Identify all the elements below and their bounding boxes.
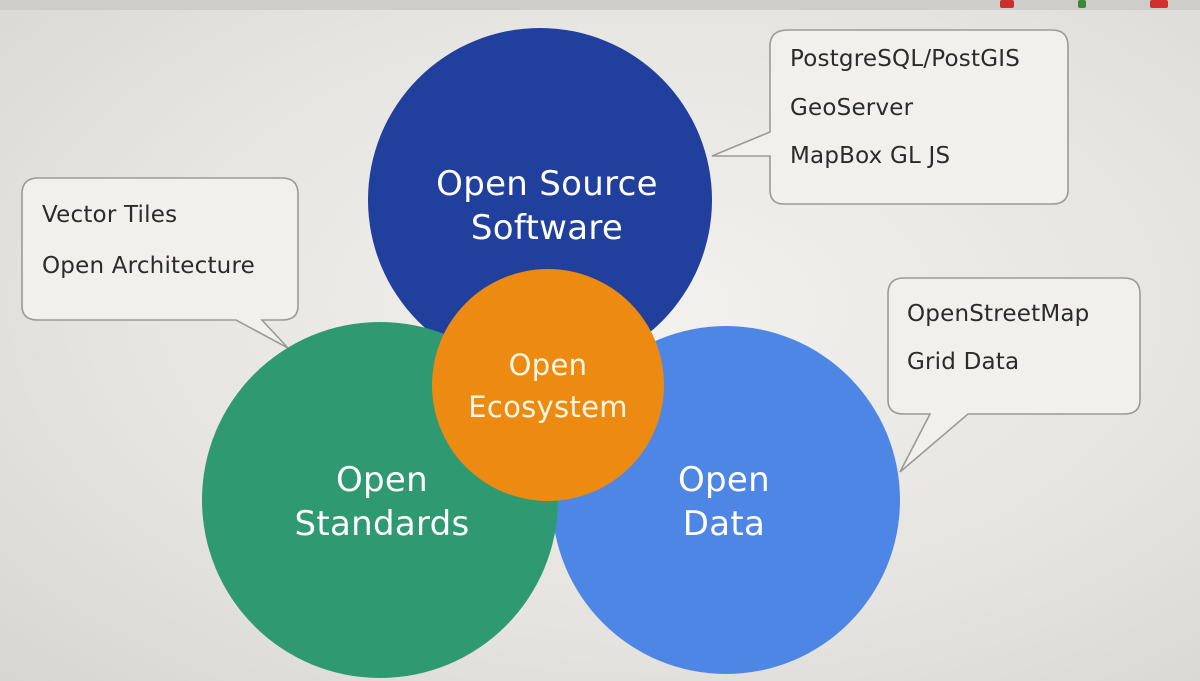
toolbar-icon-red-2[interactable]	[1150, 0, 1168, 8]
browser-toolbar-strip	[0, 0, 1200, 10]
label-open-source-software: Open Source Software	[390, 162, 704, 250]
callout-bubble-software	[711, 29, 1069, 205]
callout-item-mapbox-gl-js: MapBox GL JS	[790, 143, 951, 169]
label-open-standards-line1: Open	[335, 460, 428, 500]
callout-item-geoserver: GeoServer	[790, 95, 914, 121]
label-open-ecosystem: Open Ecosystem	[440, 344, 656, 428]
circle-open-ecosystem	[432, 269, 664, 501]
label-open-data: Open Data	[614, 458, 834, 546]
callout-bubble-standards	[21, 177, 299, 349]
callout-item-openstreetmap: OpenStreetMap	[907, 301, 1090, 327]
label-open-data-line1: Open	[677, 460, 770, 500]
label-open-standards-line2: Standards	[294, 504, 470, 544]
callout-item-open-architecture: Open Architecture	[42, 253, 255, 279]
callout-item-vector-tiles: Vector Tiles	[42, 202, 178, 228]
toolbar-icon-red[interactable]	[1000, 0, 1014, 8]
label-open-ecosystem-line1: Open	[508, 348, 588, 382]
toolbar-icon-green[interactable]	[1078, 0, 1086, 8]
callout-item-postgresql-postgis: PostgreSQL/PostGIS	[790, 46, 1021, 72]
callout-item-grid-data: Grid Data	[907, 349, 1020, 375]
callout-bubble-data	[887, 277, 1141, 473]
label-open-source-software-line2: Software	[470, 208, 624, 248]
label-open-data-line2: Data	[682, 504, 766, 544]
label-open-ecosystem-line2: Ecosystem	[468, 390, 628, 424]
label-open-standards: Open Standards	[232, 458, 532, 546]
circle-open-source-software	[368, 28, 712, 372]
label-open-source-software-line1: Open Source	[436, 164, 658, 204]
